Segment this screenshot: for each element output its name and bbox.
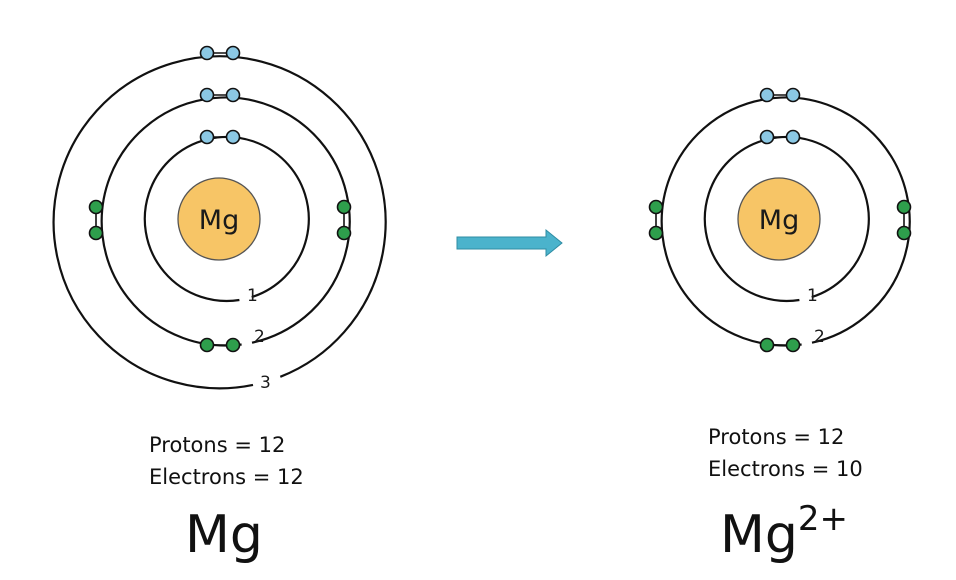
electron (199, 87, 215, 103)
electron-pair (88, 199, 104, 241)
shell-2-label: 2 (254, 327, 265, 347)
electron (225, 129, 241, 145)
electron (785, 337, 801, 353)
protons-count: Protons = 12 (149, 433, 286, 457)
nucleus (737, 177, 821, 261)
shell-1-label: 1 (247, 286, 258, 306)
electron (336, 225, 352, 241)
element-symbol: Mg (185, 505, 263, 565)
electron (785, 129, 801, 145)
shell-2-label: 2 (814, 327, 825, 347)
electron-pair (759, 337, 801, 353)
electron-pair (759, 87, 801, 103)
ion-charge: 2+ (797, 499, 848, 539)
electron (225, 337, 241, 353)
electron (896, 199, 912, 215)
ion-counts: Protons = 12 Electrons = 10 (708, 421, 863, 485)
electron (648, 225, 664, 241)
electron-pair (199, 87, 241, 103)
electron-pair (759, 129, 801, 145)
electron (648, 199, 664, 215)
electron (225, 87, 241, 103)
electron-pair (199, 129, 241, 145)
shell-3-label: 3 (260, 373, 271, 393)
protons-count: Protons = 12 (708, 425, 845, 449)
electron (199, 129, 215, 145)
electron (336, 199, 352, 215)
shell-3 (52, 55, 387, 390)
neutral-counts: Protons = 12 Electrons = 12 (149, 429, 304, 493)
electrons-count: Electrons = 10 (708, 457, 863, 481)
nucleus (177, 177, 261, 261)
electron (88, 199, 104, 215)
electron-pair (199, 45, 241, 61)
electron (199, 45, 215, 61)
nucleus-label: Mg (759, 205, 799, 236)
neutral-symbol: Mg (185, 505, 263, 565)
electron (896, 225, 912, 241)
element-symbol: Mg (720, 505, 798, 565)
electron (759, 337, 775, 353)
atom-ion: 1 2 Mg (648, 87, 912, 353)
ion-symbol: Mg2+ (720, 499, 848, 565)
electron-pair (896, 199, 912, 241)
nucleus-label: Mg (199, 205, 239, 236)
electron (759, 129, 775, 145)
atom-neutral: 1 2 3 Mg (52, 45, 387, 393)
electron (199, 337, 215, 353)
electron (225, 45, 241, 61)
electron (759, 87, 775, 103)
electron-pair (648, 199, 664, 241)
electron-pair (199, 337, 241, 353)
electron-pair (336, 199, 352, 241)
electron (785, 87, 801, 103)
electrons-count: Electrons = 12 (149, 465, 304, 489)
electron (88, 225, 104, 241)
right-arrow-icon (456, 228, 563, 258)
shell-1-label: 1 (807, 286, 818, 306)
